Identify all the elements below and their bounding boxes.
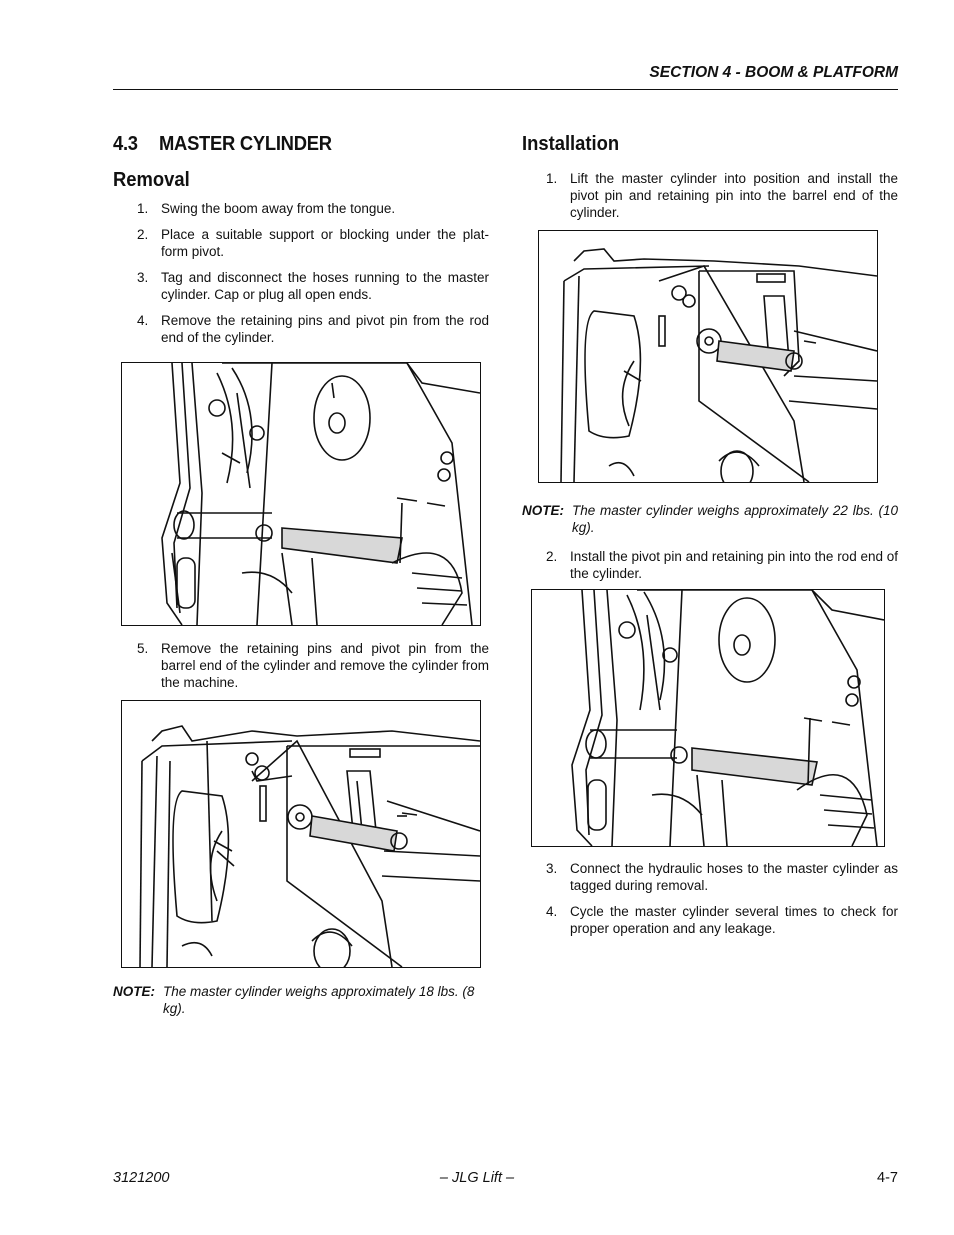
step-number: 5.: [137, 641, 149, 656]
footer-center: – JLG Lift –: [439, 1170, 515, 1186]
installation-steps-c: 3. Connect the hydraulic hoses to the mas…: [522, 860, 898, 937]
step-item: 2. Install the pivot pin and retaining pi…: [522, 548, 898, 582]
step-number: 1.: [546, 171, 558, 186]
barrel-end-illustration: [139, 725, 480, 967]
step-number: 3.: [137, 270, 149, 285]
right-note-wrap: NOTE: The master cylinder weighs approxim…: [522, 502, 898, 536]
weight-note-install: NOTE: The master cylinder weighs approxim…: [522, 502, 898, 536]
installation-steps-a: 1. Lift the master cylinder into position…: [522, 170, 898, 221]
removal-steps-b: 5. Remove the retaining pins and pivot pi…: [113, 640, 489, 691]
installation-steps-c-wrap: 3. Connect the hydraulic hoses to the mas…: [522, 860, 898, 937]
left-column: 4.3 MASTER CYLINDER Removal 1. Swing the b…: [113, 130, 489, 346]
footer-page-number: 4-7: [877, 1170, 898, 1186]
step-number: 3.: [546, 861, 558, 876]
step-text: Swing the boom away from the tongue.: [161, 201, 396, 216]
footer-doc-number: 3121200: [113, 1170, 170, 1186]
note-label: NOTE:: [522, 503, 564, 518]
weight-note-removal: NOTE: The master cylinder weighs approxim…: [113, 983, 489, 1017]
step-item: 2. Place a suitable support or blocking u…: [113, 226, 489, 260]
removal-steps-b-wrap: 5. Remove the retaining pins and pivot pi…: [113, 640, 489, 691]
figure-barrel-end-removal: [121, 700, 481, 968]
step-number: 4.: [546, 904, 558, 919]
step-text: Lift the master cylinder into position a…: [570, 171, 898, 220]
installation-steps-b-wrap: 2. Install the pivot pin and retaining pi…: [522, 548, 898, 582]
step-item: 3. Tag and disconnect the hoses running t…: [113, 269, 489, 303]
step-item: 4. Remove the retaining pins and pivot pi…: [113, 312, 489, 346]
step-item: 1. Lift the master cylinder into position…: [522, 170, 898, 221]
note-text: The master cylinder weighs approximately…: [572, 503, 898, 535]
step-text: Place a suitable support or blocking und…: [161, 227, 489, 259]
rod-end-illustration: [161, 363, 480, 625]
step-text: Tag and disconnect the hoses running to …: [161, 270, 489, 302]
step-text: Remove the retaining pins and pivot pin …: [161, 641, 489, 690]
step-number: 1.: [137, 201, 149, 216]
removal-heading: Removal: [113, 169, 190, 191]
step-item: 5. Remove the retaining pins and pivot pi…: [113, 640, 489, 691]
step-item: 3. Connect the hydraulic hoses to the mas…: [522, 860, 898, 894]
note-text: The master cylinder weighs approximately…: [163, 984, 475, 1016]
step-text: Cycle the master cylinder several times …: [570, 904, 898, 936]
section-number: 4.3: [113, 133, 138, 155]
header-rule: [113, 89, 898, 90]
rod-install-illustration: [571, 590, 884, 846]
step-text: Remove the retaining pins and pivot pin …: [161, 313, 489, 345]
figure-rod-end-removal: [121, 362, 481, 626]
left-note-wrap: NOTE: The master cylinder weighs approxim…: [113, 983, 489, 1017]
step-text: Connect the hydraulic hoses to the maste…: [570, 861, 898, 893]
figure-barrel-end-install: [538, 230, 878, 483]
step-item: 4. Cycle the master cylinder several time…: [522, 903, 898, 937]
installation-steps-b: 2. Install the pivot pin and retaining pi…: [522, 548, 898, 582]
installation-heading: Installation: [522, 133, 620, 155]
step-number: 2.: [137, 227, 149, 242]
step-text: Install the pivot pin and retaining pin …: [570, 549, 898, 581]
step-item: 1. Swing the boom away from the tongue.: [113, 200, 489, 217]
step-number: 2.: [546, 549, 558, 564]
removal-steps-a: 1. Swing the boom away from the tongue. 2…: [113, 200, 489, 346]
section-title-text: MASTER CYLINDER: [159, 133, 332, 155]
right-column: Installation 1. Lift the master cylinder …: [522, 130, 898, 221]
note-label: NOTE:: [113, 984, 155, 999]
figure-rod-end-install: [531, 589, 885, 847]
section-header: SECTION 4 - BOOM & PLATFORM: [649, 64, 898, 81]
barrel-install-illustration: [560, 248, 877, 482]
section-title: 4.3 MASTER CYLINDER: [113, 130, 459, 158]
step-number: 4.: [137, 313, 149, 328]
